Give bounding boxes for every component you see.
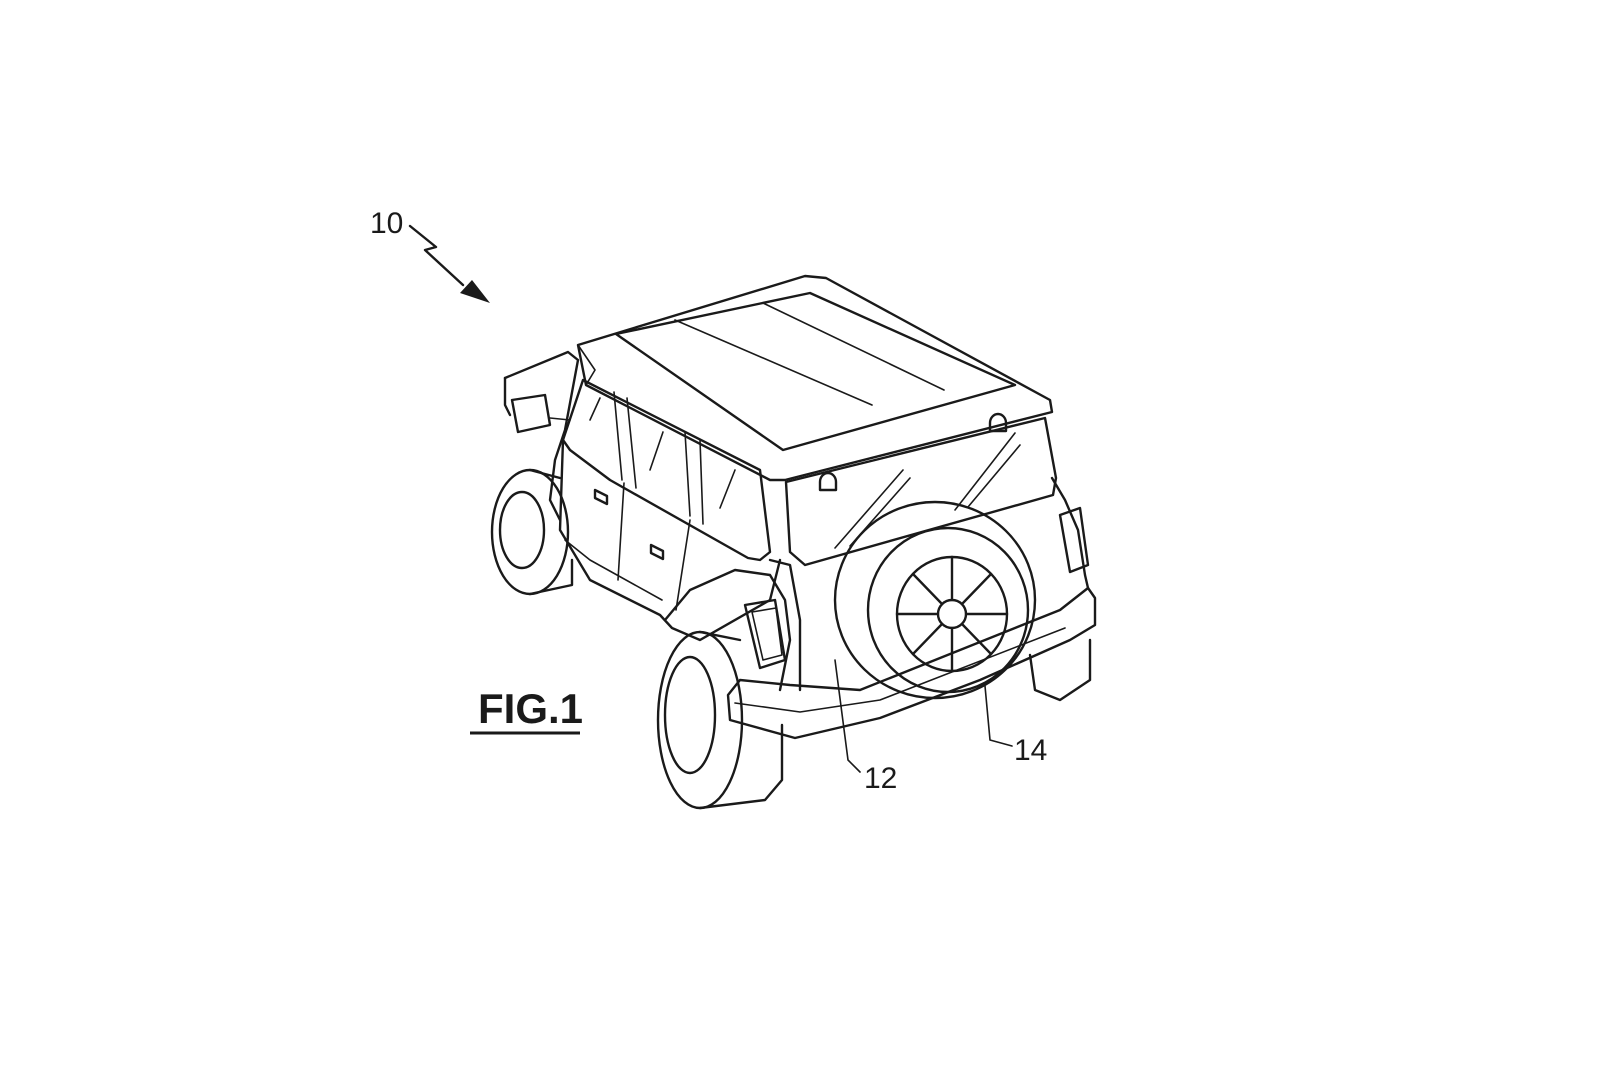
side-mirror [510, 393, 552, 434]
rear-wheel-inner [663, 655, 717, 775]
side-window-pillar-2 [626, 397, 637, 489]
right-wheel-peek [1028, 638, 1092, 702]
side-windows [561, 378, 772, 562]
tail-light-right [1058, 506, 1090, 574]
tail-light-left-inner [751, 607, 783, 661]
ref-label-vehicle: 10 [370, 207, 403, 240]
ref-label-spare-tire: 14 [1014, 734, 1047, 767]
hood-edge [503, 376, 512, 417]
rear-light-right [988, 412, 1008, 433]
tail-light-left [743, 598, 787, 670]
door-line-1 [617, 482, 625, 581]
rocker-line [564, 539, 663, 601]
rear-glass-reflection-1 [834, 469, 904, 549]
door-line-2 [675, 519, 691, 611]
leader-arrowhead-icon [460, 280, 490, 303]
rear-glass-reflection-3 [954, 432, 1016, 511]
body-side [558, 438, 782, 642]
rear-bumper [726, 586, 1097, 740]
roof-seam-2 [762, 302, 945, 391]
side-window-pillar-1 [613, 391, 623, 481]
rear-fender-flare [663, 568, 792, 692]
leader-line-body [834, 659, 861, 773]
spare-tire-reference: 14 [984, 685, 1047, 767]
side-glass-reflection-1 [589, 397, 601, 421]
rear-window [784, 416, 1058, 567]
leader-line-spare-tire [984, 685, 1013, 747]
fig-caption-text: FIG.1 [478, 685, 583, 732]
side-window-pillar-4 [699, 439, 704, 525]
roof-seam-1 [674, 319, 873, 406]
rear-wheel-tread [698, 630, 784, 810]
door-handle-front [593, 488, 609, 506]
front-fender [503, 350, 580, 522]
zigzag-leader [408, 224, 465, 287]
ref-label-body: 12 [864, 762, 897, 795]
roof-front-edge [577, 344, 596, 386]
rear-glass-reflection-4 [967, 444, 1021, 508]
rear-quarter-panel [768, 558, 802, 692]
spare-wheel-spokes [895, 555, 1009, 673]
figure-caption: FIG.1 [470, 685, 583, 735]
body-reference: 12 [834, 659, 897, 795]
right-body-side [1050, 476, 1090, 590]
spare-tire-inner [866, 526, 1030, 694]
mirror-arm [549, 417, 571, 421]
side-window-pillar-3 [684, 431, 691, 517]
bumper-crease [734, 627, 1066, 713]
front-wheel-outer [490, 468, 570, 596]
vehicle-reference: 10 [370, 207, 490, 303]
roof-panels [614, 291, 1017, 452]
front-wheel-inner [498, 490, 546, 570]
spare-tire-outer [833, 500, 1037, 700]
rear-light-left [818, 471, 838, 492]
side-glass-reflection-2 [649, 431, 664, 471]
door-handle-rear [649, 543, 665, 561]
roof-outline [576, 274, 1054, 482]
side-glass-reflection-3 [719, 469, 736, 509]
vehicle-drawing [490, 274, 1097, 810]
front-wheel-tread [528, 468, 574, 596]
